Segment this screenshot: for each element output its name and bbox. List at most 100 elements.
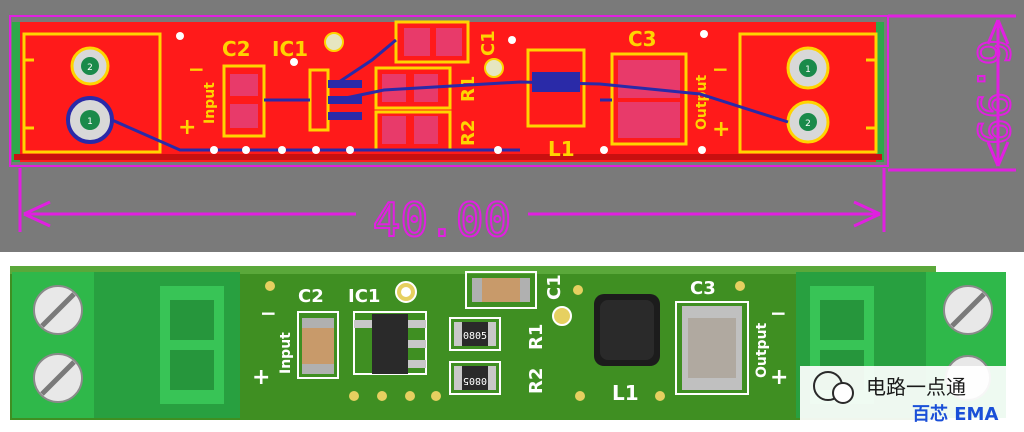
output-label: Output — [694, 74, 710, 130]
left-screw-bottom-slot — [40, 360, 76, 396]
render-via — [655, 391, 665, 401]
render-r2-marking: 0805 — [463, 375, 487, 386]
input-minus-label: − — [188, 57, 205, 81]
right-terminal-marks — [866, 58, 876, 130]
dim-width-arrow-right — [853, 200, 881, 228]
layout-traces — [111, 38, 789, 152]
c1-pad-left — [404, 28, 430, 56]
render-ic1-label: IC1 — [348, 286, 380, 307]
vias — [176, 30, 708, 154]
c3-pad-bottom — [618, 102, 680, 138]
right-terminal-outline — [738, 32, 878, 154]
dim-height-arrow-top — [986, 19, 1010, 45]
via — [176, 32, 184, 40]
via — [600, 146, 608, 154]
render-c1-outline — [465, 271, 537, 309]
mounting-hole-center — [484, 58, 504, 78]
render-output-plus-label: + — [770, 365, 788, 390]
render-c2-outline — [297, 311, 339, 379]
input-plus-label: + — [178, 115, 196, 140]
render-mounting-hole-left-center — [401, 287, 411, 297]
via — [242, 146, 250, 154]
right-pin-2-number: 2 — [805, 119, 811, 129]
render-ic1-body — [372, 314, 408, 374]
render-via — [265, 281, 275, 291]
render-via — [377, 391, 387, 401]
dim-height-arrow-bottom — [986, 141, 1010, 167]
watermark: 电路一点通 百芯 EMA — [800, 366, 1022, 430]
render-ic1-lead-3 — [408, 360, 426, 368]
watermark-line1: 电路一点通 — [866, 375, 966, 399]
via — [312, 146, 320, 154]
c1-outline — [394, 20, 470, 64]
via — [278, 146, 286, 154]
watermark-line2: 百芯 EMA — [912, 403, 998, 425]
render-input-minus-label: − — [260, 301, 277, 325]
via — [346, 146, 354, 154]
via — [290, 58, 298, 66]
wechat-icon-bubble — [832, 382, 854, 404]
via — [700, 30, 708, 38]
r2-pad-left — [382, 116, 406, 144]
left-pin-2-hole — [81, 57, 99, 75]
render-r2-cap-right — [488, 366, 496, 390]
render-input-plus-label: + — [252, 365, 270, 390]
render-l1-label: L1 — [612, 381, 639, 405]
left-screw-top-slot — [40, 292, 76, 328]
board-outline — [9, 15, 889, 167]
right-pin-1-number: 1 — [805, 65, 811, 75]
via — [698, 146, 706, 154]
render-view: − + Input C2 IC1 C1 0805 — [0, 252, 1024, 432]
left-pin-1-number: 1 — [87, 117, 93, 127]
board-edge-right — [876, 22, 884, 162]
c3-label: C3 — [628, 27, 657, 51]
render-via — [573, 285, 583, 295]
render-c2-cap-bottom — [302, 364, 334, 374]
render-r1-outline — [449, 317, 501, 351]
render-via — [405, 391, 415, 401]
render-via — [349, 391, 359, 401]
via — [508, 36, 516, 44]
left-terminal-marks — [24, 58, 34, 130]
dim-width-value: 40.00 — [373, 193, 511, 247]
r2-label: R2 — [458, 120, 479, 146]
board-edge-left — [12, 22, 20, 162]
render-c2-cap-top — [302, 318, 334, 328]
render-l1-top — [600, 300, 654, 360]
render-c1-label: C1 — [544, 274, 565, 300]
render-c3-label: C3 — [690, 278, 716, 299]
right-pin-2-hole — [799, 113, 817, 131]
render-r2-cap-left — [454, 366, 462, 390]
dimension-height: 6.99 — [888, 14, 1019, 172]
render-r1-label: R1 — [526, 324, 547, 350]
ic1-pad-3 — [328, 112, 362, 120]
render-ic1-lead-2 — [408, 340, 426, 348]
r1-outline — [374, 66, 452, 110]
render-r2-outline — [449, 361, 501, 395]
right-connector-slot-top — [820, 300, 864, 340]
ic1-pad-2 — [328, 96, 362, 104]
c1-label: C1 — [478, 30, 499, 56]
render-c3-center — [688, 318, 736, 378]
render-board-top-edge — [10, 266, 936, 274]
render-r1-marking: 0805 — [463, 331, 487, 342]
via — [494, 146, 502, 154]
c2-label: C2 — [222, 37, 251, 61]
render-r1-cap-left — [454, 322, 462, 346]
render-c3-outline — [675, 301, 749, 395]
render-r2-label: R2 — [526, 368, 547, 394]
bottom-copper — [14, 154, 882, 160]
c2-pad-bottom — [230, 104, 258, 128]
render-via — [431, 391, 441, 401]
output-plus-label: + — [712, 117, 730, 142]
output-minus-label: − — [712, 57, 729, 81]
ic1-label: IC1 — [272, 37, 308, 61]
left-connector-slot-bottom — [170, 350, 214, 390]
l1-label: L1 — [548, 137, 575, 161]
dimension-width: 40.00 — [18, 168, 886, 248]
render-via-c3 — [735, 281, 745, 291]
render-c1-cap-right — [520, 278, 530, 302]
render-via — [575, 391, 585, 401]
c1-pad-right — [436, 28, 462, 56]
